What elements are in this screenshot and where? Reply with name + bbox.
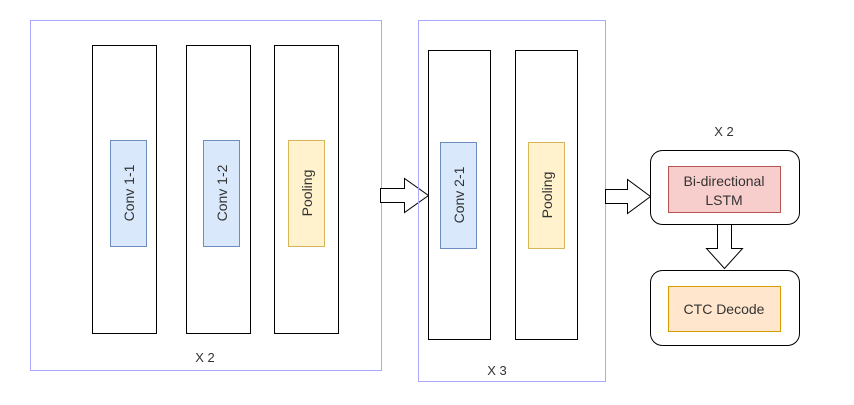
pool1-label: Pooling (299, 170, 315, 217)
stage1-repeat: X 2 (195, 350, 215, 365)
pool1-box (288, 140, 325, 247)
conv1-1-label: Conv 1-1 (121, 164, 137, 221)
lstm-label-line2: LSTM (705, 192, 742, 208)
conv2-1-box (440, 142, 477, 249)
lstm-box (668, 166, 781, 213)
ctc-label: CTC Decode (684, 301, 765, 317)
arrow-down-icon (705, 224, 744, 270)
conv1-2-label: Conv 1-2 (214, 164, 230, 221)
pool2-label: Pooling (539, 172, 555, 219)
stage3-repeat: X 2 (714, 124, 734, 139)
pool2-box (528, 142, 565, 249)
stage2-repeat: X 3 (487, 363, 507, 378)
arrow-right-icon (380, 177, 430, 214)
conv1-2-box (203, 140, 240, 247)
conv1-1-box (110, 140, 147, 247)
arrow-right-icon (605, 178, 652, 215)
ctc-box (668, 286, 781, 332)
conv2-1-label: Conv 2-1 (451, 166, 467, 223)
lstm-label-line1: Bi-directional (684, 173, 765, 189)
